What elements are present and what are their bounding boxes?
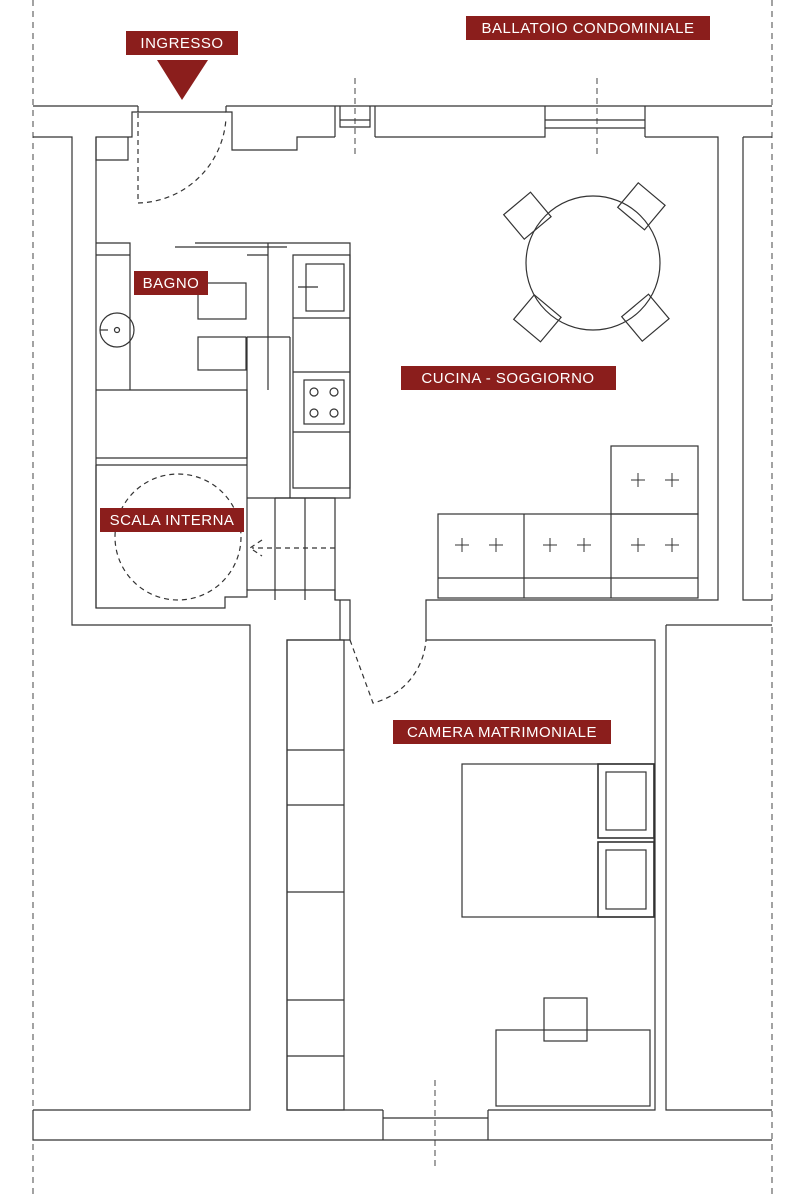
kitchen-hob xyxy=(303,379,345,425)
bathroom-bidet xyxy=(197,336,247,371)
staircase-spiral xyxy=(114,473,242,601)
double-bed xyxy=(461,763,655,918)
svg-text:SCALA INTERNA: SCALA INTERNA xyxy=(110,512,235,529)
svg-text:BALLATOIO CONDOMINIALE: BALLATOIO CONDOMINIALE xyxy=(482,20,695,37)
svg-text:INGRESSO: INGRESSO xyxy=(140,35,223,52)
hob-burners xyxy=(309,387,339,418)
label-bagno: BAGNO xyxy=(134,271,208,295)
kitchen-counter xyxy=(292,254,351,489)
label-scala-interna: SCALA INTERNA xyxy=(100,508,244,532)
label-ballatoio: BALLATOIO CONDOMINIALE xyxy=(466,16,710,40)
nightstand-bottom-inner xyxy=(605,849,647,910)
dining-table xyxy=(525,195,661,331)
neighbour-wall-right xyxy=(665,136,772,1111)
sofa-stitches xyxy=(455,473,679,552)
desk-chair xyxy=(543,997,588,1042)
desk xyxy=(495,1029,651,1107)
label-ingresso: INGRESSO xyxy=(126,31,238,55)
bedroom-wardrobe xyxy=(286,639,345,1111)
svg-text:BAGNO: BAGNO xyxy=(143,275,200,292)
label-camera-matrimoniale: CAMERA MATRIMONIALE xyxy=(393,720,611,744)
facade-wall-bottom xyxy=(32,1110,772,1141)
sink-drain xyxy=(113,326,121,334)
staircase-box xyxy=(95,465,248,608)
entrance-door xyxy=(137,113,227,204)
wardrobe-column xyxy=(246,337,291,498)
stair-steps xyxy=(247,497,336,600)
nightstand-top-inner xyxy=(605,771,647,831)
stair-arrow xyxy=(248,539,335,557)
svg-text:CUCINA - SOGGIORNO: CUCINA - SOGGIORNO xyxy=(421,370,594,387)
dining-chairs xyxy=(502,181,670,343)
nightstand-bottom xyxy=(597,841,655,918)
sofa xyxy=(437,445,699,599)
bedroom-door xyxy=(349,639,427,704)
facade-wall-top xyxy=(33,105,772,1111)
nightstand-top xyxy=(597,763,655,839)
svg-text:CAMERA MATRIMONIALE: CAMERA MATRIMONIALE xyxy=(407,724,597,741)
label-cucina-soggiorno: CUCINA - SOGGIORNO xyxy=(401,366,616,390)
entrance-arrow-icon xyxy=(157,60,208,100)
bathroom-shelf xyxy=(197,282,247,320)
